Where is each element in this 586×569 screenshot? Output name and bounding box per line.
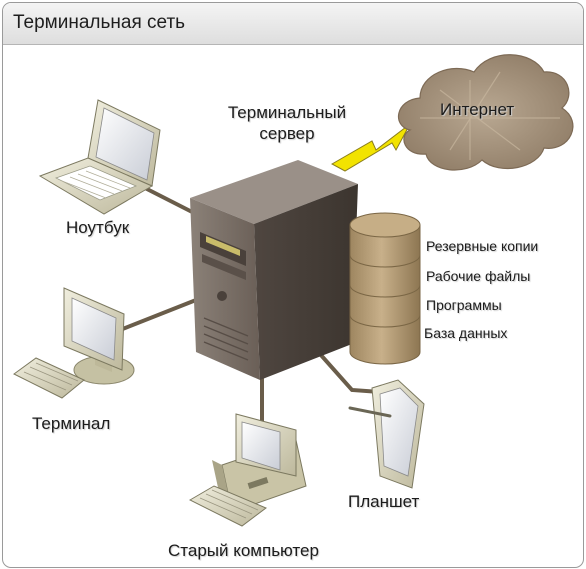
link-terminal	[118, 298, 198, 332]
link-tablet	[310, 343, 382, 394]
label-tablet: Планшет	[348, 492, 420, 511]
storage-label-backups: Резервные копии	[426, 238, 539, 254]
cloud-icon	[397, 54, 574, 171]
storage-label-database: База данных	[424, 325, 508, 341]
terminal-icon	[13, 287, 135, 399]
storage-label-work-files: Рабочие файлы	[426, 268, 531, 284]
label-server: Терминальный сервер	[227, 103, 347, 143]
storage-cylinder-icon	[349, 212, 421, 365]
laptop-icon	[38, 99, 161, 215]
tablet-icon	[348, 379, 425, 489]
title-bar: Терминальная сеть	[3, 3, 583, 45]
old-computer-icon	[188, 413, 307, 527]
label-old-pc: Старый компьютер	[168, 541, 319, 560]
lightning-bolt-icon	[330, 123, 411, 172]
storage-label-programs: Программы	[426, 297, 502, 313]
page-title: Терминальная сеть	[13, 12, 186, 33]
stylus-icon	[348, 406, 392, 418]
label-laptop: Ноутбук	[66, 218, 130, 237]
label-terminal: Терминал	[32, 414, 111, 433]
server-tower-icon	[190, 160, 358, 380]
label-internet: Интернет	[440, 100, 515, 119]
